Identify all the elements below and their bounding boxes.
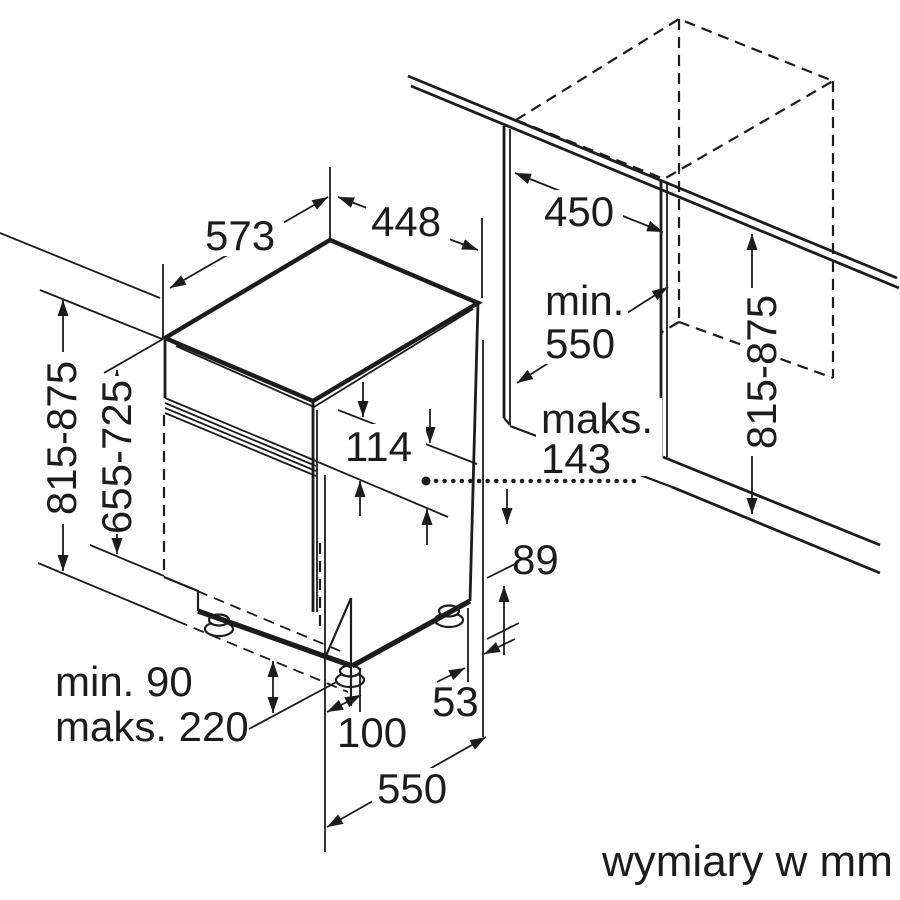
floor-reference-lines (37, 289, 358, 730)
dim-base-depth: 550 (377, 765, 447, 812)
dim-niche-depth-value: 550 (545, 320, 615, 367)
dim-door-height: 655-725 (93, 380, 140, 534)
extension-lines (162, 167, 520, 852)
dim-niche-depth-word: min. (545, 277, 624, 324)
dim-rear-clearance: 89 (512, 536, 559, 583)
countertop-lines (0, 74, 900, 299)
dim-appliance-width: 448 (371, 198, 441, 245)
appliance-feet (203, 604, 465, 689)
dim-top-clearance: 114 (345, 423, 412, 470)
dim-rear-offset: 53 (432, 678, 479, 725)
dimension-labels: 573 448 450 min. 550 maks. 143 114 89 81… (38, 188, 785, 812)
units-caption: wymiary w mm (601, 837, 893, 886)
dim-base-recess-word: maks. (541, 395, 653, 442)
label-masks (44, 190, 780, 810)
dim-appliance-height: 815-875 (38, 361, 85, 515)
dim-base-recess-value: 143 (541, 435, 611, 482)
dim-niche-width: 450 (544, 188, 614, 235)
appliance-body (160, 237, 483, 706)
dim-appliance-depth: 573 (205, 212, 275, 259)
dim-foot-inset: 100 (337, 709, 407, 756)
dim-niche-height: 815-875 (738, 295, 785, 449)
dim-plinth-min: min. 90 (55, 658, 193, 705)
dim-plinth-max: maks. 220 (55, 703, 249, 750)
dotted-level-line (421, 476, 637, 486)
